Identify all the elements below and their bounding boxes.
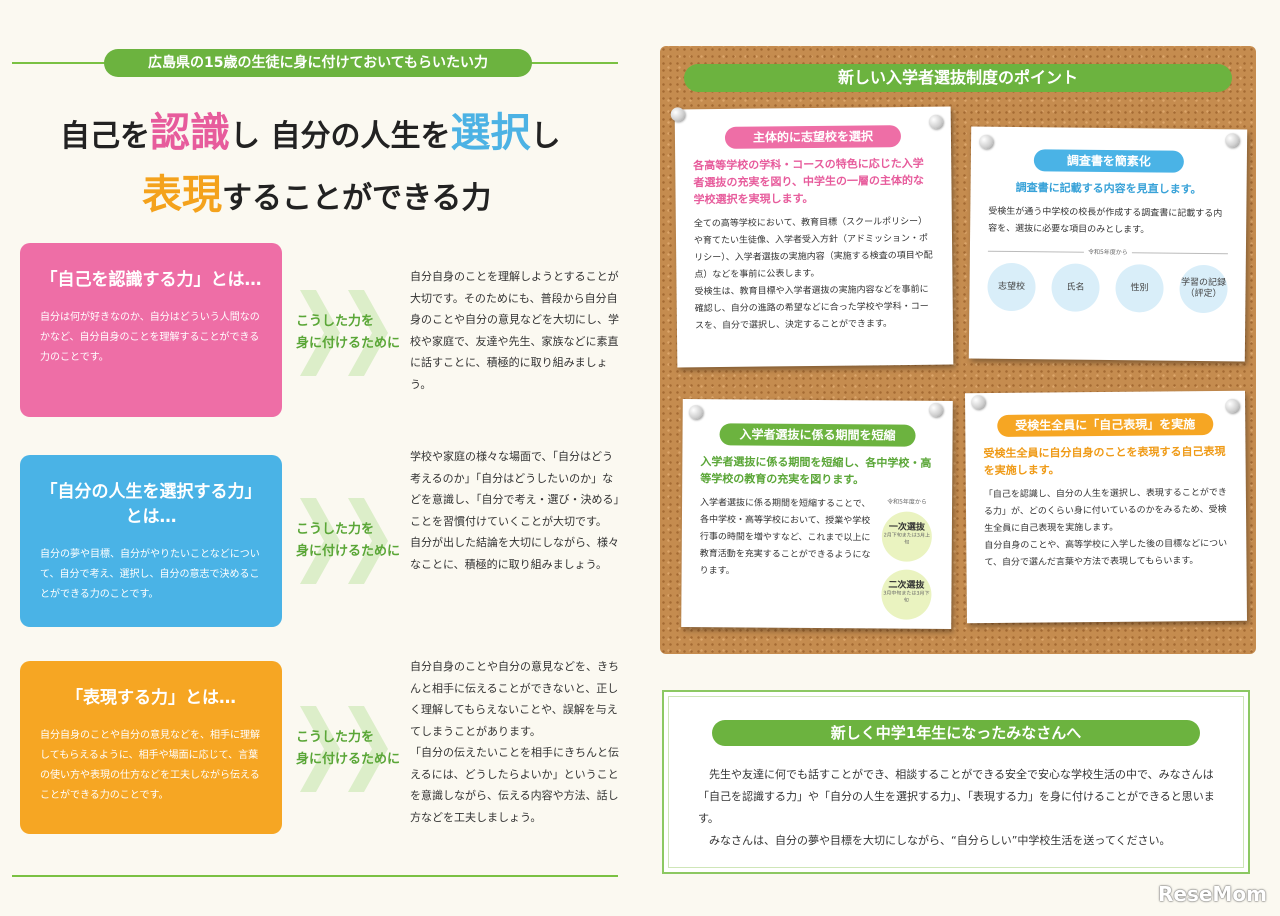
push-pin-icon (688, 405, 703, 420)
card-life-choice: 「自分の人生を選択する力」とは… 自分の夢や目標、自分がやりたいことなどについて… (20, 455, 282, 627)
headline-keyword-recognize: 認識 (150, 110, 230, 156)
since-badge: 令和5年度から (988, 246, 1228, 258)
report-item: 氏名 (1051, 263, 1100, 312)
arrow-label: こうした力を身に付けるために (296, 522, 401, 559)
message-title: 新しく中学1年生になったみなさんへ (712, 720, 1200, 746)
note-body: 受検生が通う中学校の校長が作成する調査書に記載する内容を、選抜に必要な項目のみと… (988, 206, 1223, 236)
arrow-connector-2: こうした力を身に付けるために (296, 498, 406, 584)
note-shorten-period: 入学者選抜に係る期間を短縮 入学者選抜に係る期間を短縮し、各中学校・高等学校の教… (681, 399, 953, 629)
note-lead: 受検生全員に自分自身のことを表現する自己表現を実施します。 (983, 444, 1226, 478)
resemom-logo: ReseMom (1158, 882, 1267, 906)
top-banner: 広島県の15歳の生徒に身に付けておいてもらいたい力 (104, 49, 532, 77)
body-text-2: 学校や家庭の様々な場面で、「自分はどう考えるのか」「自分はどうしたいのか」などを… (410, 450, 619, 571)
headline-line-2: 表現することができる力 (142, 172, 492, 218)
report-item: 学習の記録（評定） (1179, 264, 1228, 314)
note-title: 受検生全員に「自己表現」を実施 (997, 413, 1214, 437)
headline: 自己を認識し 自分の人生を選択し 表現することができる力 (60, 104, 600, 228)
note-body: 全ての高等学校において、教育目標（スクールポリシー）や育てたい生徒像、入学者受入… (693, 216, 933, 332)
note-lead: 入学者選抜に係る期間を短縮し、各中学校・高等学校の教育の充実を図ります。 (700, 455, 932, 487)
body-text-3: 自分自身のことや自分の意見などを、きちんと相手に伝えることができないと、正しく理… (410, 660, 619, 824)
note-title: 調査書を簡素化 (1033, 149, 1184, 173)
board-title: 新しい入学者選抜制度のポイント (684, 64, 1232, 92)
second-selection: 二次選抜 3月中旬または3月下旬 (881, 569, 932, 620)
headline-keyword-choose: 選択 (450, 110, 531, 156)
push-pin-icon (1225, 133, 1240, 148)
note-body: 「自己を認識し、自分の人生を選択し、表現することができる力」が、どのくらい身に付… (983, 487, 1228, 569)
card-body: 自分自身のことや自分の意見などを、相手に理解してもらえるように、相手や場面に応じ… (40, 730, 260, 801)
first-selection: 一次選抜 2月下旬または3月上旬 (881, 511, 932, 562)
push-pin-icon (978, 134, 994, 149)
card-body: 自分の夢や目標、自分がやりたいことなどについて、自分で考え、選択し、自分の意志で… (40, 549, 260, 600)
arrow-connector-1: こうした力を身に付けるために (296, 290, 406, 376)
card-title: 「自分の人生を選択する力」とは… (40, 482, 262, 527)
note-lead: 各高等学校の学科・コースの特色に応じた入学者選抜の充実を図り、中学生の一層の主体… (693, 156, 925, 207)
card-expression: 「表現する力」とは… 自分自身のことや自分の意見などを、相手に理解してもらえるよ… (20, 661, 282, 834)
note-self-expression: 受検生全員に「自己表現」を実施 受検生全員に自分自身のことを表現する自己表現を実… (965, 390, 1247, 624)
note-school-choice: 主体的に志望校を選択 各高等学校の学科・コースの特色に応じた入学者選抜の充実を図… (670, 106, 954, 368)
report-items: 志望校 氏名 性別 学習の記録（評定） (987, 262, 1228, 314)
report-item: 性別 (1115, 264, 1164, 313)
since-badge: 令和5年度から (887, 498, 927, 506)
push-pin-icon (928, 402, 943, 417)
card-title: 「表現する力」とは… (66, 688, 236, 708)
push-pin-icon (971, 395, 986, 410)
headline-line-1: 自己を認識し 自分の人生を選択し (60, 110, 561, 156)
push-pin-icon (670, 107, 685, 122)
card-body: 自分は何が好きなのか、自分はどういう人間なのかなど、自分自身のことを理解すること… (40, 312, 260, 363)
message-box-inner-border (668, 696, 1244, 868)
message-text: 先生や友達に何でも話すことができ、相談することができる安全で安心な学校生活の中で… (698, 768, 1215, 847)
note-body: 入学者選抜に係る期間を短縮することで、各中学校・高等学校において、授業や学校行事… (699, 498, 871, 577)
note-title: 入学者選抜に係る期間を短縮 (719, 423, 916, 447)
arrow-label: こうした力を身に付けるために (296, 314, 401, 351)
note-title: 主体的に志望校を選択 (724, 125, 902, 149)
bottom-divider (12, 875, 618, 877)
headline-keyword-express: 表現 (142, 172, 222, 218)
card-self-recognition: 「自己を認識する力」とは… 自分は何が好きなのか、自分はどういう人間なのかなど、… (20, 243, 282, 417)
arrow-connector-3: こうした力を身に付けるために (296, 706, 406, 792)
selection-schedule: 令和5年度から 一次選抜 2月下旬または3月上旬 二次選抜 3月中旬または3月下… (879, 496, 934, 627)
arrow-label: こうした力を身に付けるために (296, 730, 401, 767)
card-title: 「自己を認識する力」とは… (40, 270, 262, 290)
note-report-simplify: 調査書を簡素化 調査書に記載する内容を見直します。 受検生が通う中学校の校長が作… (968, 126, 1248, 362)
note-lead: 調査書に記載する内容を見直します。 (1015, 181, 1202, 196)
body-text-1: 自分自身のことを理解しようとすることが大切です。そのためにも、普段から自分自身の… (410, 270, 619, 391)
push-pin-icon (1225, 398, 1240, 413)
report-item: 志望校 (987, 262, 1036, 312)
push-pin-icon (928, 114, 943, 129)
